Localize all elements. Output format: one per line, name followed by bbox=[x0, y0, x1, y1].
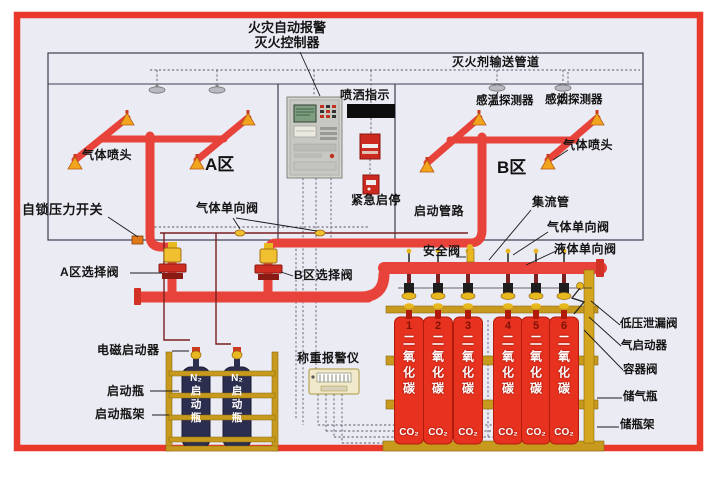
label-weighing-alarm: 称重报警仪 bbox=[297, 351, 360, 365]
bottle-gas: N₂ bbox=[190, 373, 202, 384]
pressure-switch-device bbox=[131, 235, 144, 245]
label-gas-check-mid: 气体单向阀 bbox=[196, 201, 259, 215]
co2-cylinder-6: 6 二氧化碳 CO₂ bbox=[550, 317, 579, 444]
label-emergency-stop: 紧急启停 bbox=[351, 193, 402, 207]
label-start-bottle: 启动瓶 bbox=[107, 384, 145, 398]
label-smoke-detector: 感烟探测器 bbox=[545, 94, 603, 106]
zone-b-label: B区 bbox=[497, 158, 527, 177]
nozzle-icon bbox=[540, 154, 556, 170]
cylinder-number: 6 bbox=[560, 320, 568, 332]
emergency-stop-button bbox=[362, 174, 380, 195]
label-gas-nozzle-left: 气体喷头 bbox=[82, 148, 133, 162]
label-low-pressure-valve: 低压泄漏阀 bbox=[620, 318, 678, 330]
smoke-detector-icon bbox=[215, 84, 219, 88]
leader-lines bbox=[107, 51, 624, 428]
zone-a-label: A区 bbox=[205, 155, 235, 174]
title-line2: 灭火控制器 bbox=[254, 35, 320, 50]
alarm-sounder bbox=[359, 133, 381, 160]
panel-leds bbox=[320, 105, 336, 118]
selector-valve-a bbox=[158, 242, 187, 279]
bottle-name: 启动瓶 bbox=[189, 385, 202, 426]
gas-check-valve-icon bbox=[234, 229, 246, 237]
spray-indicator-display bbox=[347, 104, 395, 118]
co2-cylinder-5: 5 二氧化碳 CO₂ bbox=[522, 317, 551, 444]
co2-cylinder-4: 4 二氧化碳 CO₂ bbox=[494, 317, 523, 444]
cylinder-number: 3 bbox=[464, 320, 472, 332]
label-safety-valve: 安全阀 bbox=[423, 244, 461, 258]
label-gas-starter: 气启动器 bbox=[621, 340, 667, 352]
cylinder-name: 二氧化碳 bbox=[556, 334, 571, 398]
safety-valve-device bbox=[466, 244, 475, 263]
n2-starter-bottle-1: N₂ 启动瓶 bbox=[182, 367, 210, 448]
label-heat-detector: 感温探测器 bbox=[476, 95, 534, 107]
nozzle-icon bbox=[189, 154, 205, 170]
gas-starter-device bbox=[570, 282, 586, 315]
label-liquid-check: 液体单向阀 bbox=[554, 242, 617, 256]
cylinder-number: 4 bbox=[504, 320, 512, 332]
heat-detector-icon bbox=[155, 84, 159, 88]
co2-cylinder-3: 3 二氧化碳 CO₂ bbox=[454, 317, 483, 444]
n2-starter-bottle-2: N₂ 启动瓶 bbox=[223, 367, 251, 448]
cylinder-formula: CO₂ bbox=[554, 427, 574, 438]
label-magnetic-starter: 电磁启动器 bbox=[97, 343, 160, 357]
cylinder-name: 二氧化碳 bbox=[460, 334, 475, 398]
label-spray-indicator: 喷洒指示 bbox=[340, 88, 391, 102]
label-start-bottle-rack: 启动瓶架 bbox=[95, 407, 146, 421]
cylinder-formula: CO₂ bbox=[399, 427, 419, 438]
nozzle-icon bbox=[419, 157, 435, 173]
starter-bottle-assembly bbox=[165, 347, 279, 452]
cylinder-name: 二氧化碳 bbox=[430, 334, 445, 398]
nozzle-icon bbox=[471, 110, 487, 126]
diagram-title: 火灾自动报警 灭火控制器 bbox=[212, 20, 362, 50]
cylinder-formula: CO₂ bbox=[526, 427, 546, 438]
label-start-pipeline: 启动管路 bbox=[414, 204, 465, 218]
nozzle-icon bbox=[119, 110, 135, 126]
cylinder-number: 2 bbox=[434, 320, 442, 332]
label-manifold: 集流管 bbox=[532, 195, 570, 209]
cylinder-name: 二氧化碳 bbox=[500, 334, 515, 398]
container-valves bbox=[398, 248, 592, 309]
title-line1: 火灾自动报警 bbox=[247, 20, 326, 35]
label-gas-check-right: 气体单向阀 bbox=[547, 220, 610, 234]
cylinder-formula: CO₂ bbox=[428, 427, 448, 438]
solenoid-starter-icon bbox=[231, 350, 243, 360]
weighing-alarm-device bbox=[308, 368, 360, 395]
label-selector-b: B区选择阀 bbox=[294, 268, 354, 282]
co2-cylinder-2: 2 二氧化碳 CO₂ bbox=[424, 317, 453, 444]
cylinder-number: 1 bbox=[405, 320, 413, 332]
bottle-name: 启动瓶 bbox=[230, 385, 243, 426]
label-pressure-switch: 自锁压力开关 bbox=[22, 202, 104, 217]
panel-screen bbox=[293, 104, 317, 123]
cylinder-formula: CO₂ bbox=[458, 427, 478, 438]
label-delivery-pipe: 灭火剂输送管道 bbox=[450, 55, 542, 69]
label-gas-nozzle-right: 气体喷头 bbox=[563, 138, 614, 152]
fire-alarm-control-panel bbox=[286, 96, 343, 179]
label-container-valve: 容器阀 bbox=[623, 364, 658, 376]
co2-cylinder-1: 1 二氧化碳 CO₂ bbox=[395, 317, 424, 444]
bottle-gas: N₂ bbox=[231, 373, 243, 384]
cylinder-formula: CO₂ bbox=[498, 427, 518, 438]
label-cylinder-rack: 储瓶架 bbox=[620, 419, 655, 431]
label-selector-a: A区选择阀 bbox=[60, 265, 120, 279]
nozzle-icon bbox=[240, 110, 256, 126]
gas-nozzles bbox=[67, 110, 605, 173]
cylinder-number: 5 bbox=[532, 320, 540, 332]
solenoid-starter-icon bbox=[190, 350, 202, 360]
nozzle-icon bbox=[589, 110, 605, 126]
co2-cylinder-rack bbox=[382, 269, 605, 452]
label-gas-cylinder: 储气瓶 bbox=[623, 391, 658, 403]
nozzle-icon bbox=[67, 154, 83, 170]
co2-cylinders bbox=[394, 310, 579, 445]
selector-valve-b bbox=[254, 243, 283, 280]
cylinder-name: 二氧化碳 bbox=[401, 334, 416, 398]
cylinder-name: 二氧化碳 bbox=[528, 334, 543, 398]
ceiling-detectors bbox=[148, 83, 572, 94]
gas-check-valve-icon bbox=[314, 229, 326, 237]
